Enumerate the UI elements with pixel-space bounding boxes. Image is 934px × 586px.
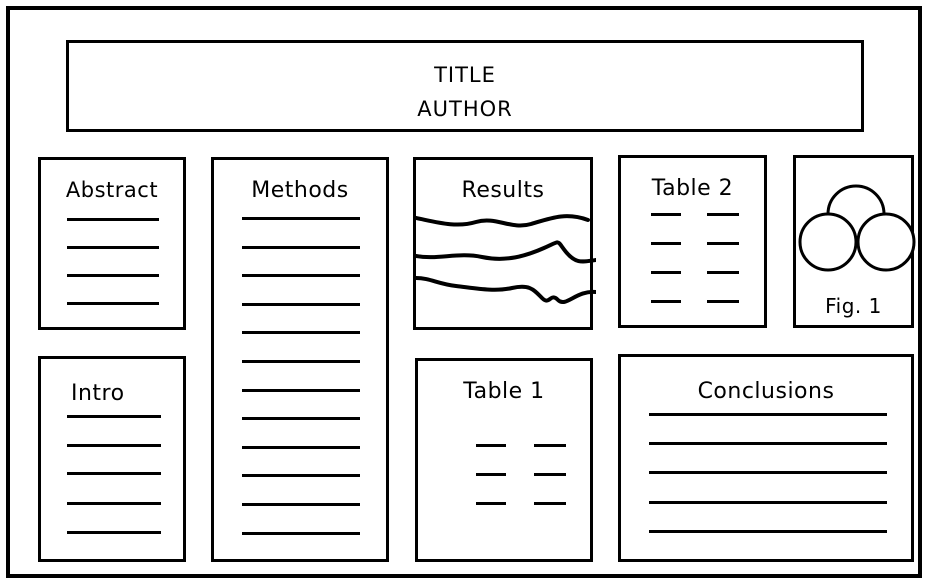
text-line (242, 274, 360, 278)
text-line (67, 531, 161, 534)
conclusions-box: Conclusions (618, 354, 914, 562)
text-line (67, 444, 161, 447)
table-dash (707, 213, 739, 216)
table2-box: Table 2 (618, 155, 767, 328)
abstract-label: Abstract (65, 178, 159, 202)
figure-label: Fig. 1 (825, 294, 882, 318)
intro-label: Intro (71, 381, 125, 406)
results-label: Results (461, 178, 545, 203)
abstract-box: Abstract (38, 157, 186, 330)
table-dash (651, 300, 681, 303)
table-dash (476, 502, 506, 505)
intro-box: Intro (38, 356, 186, 562)
table1-label: Table 1 (463, 379, 545, 404)
text-line (67, 274, 159, 277)
poster-title: TITLE (434, 63, 496, 87)
text-line (649, 530, 887, 533)
text-line (242, 503, 360, 506)
figure-box: Fig. 1 (793, 155, 916, 328)
table-dash (476, 473, 506, 476)
table-dash (707, 242, 739, 245)
text-line (67, 502, 161, 505)
text-line (649, 501, 887, 504)
table-dash (651, 213, 681, 216)
text-line (242, 417, 360, 421)
table-dash (651, 271, 681, 274)
text-line (242, 217, 360, 220)
table1-box: Table 1 (415, 358, 593, 562)
results-box: Results (413, 157, 596, 330)
title-box: TITLE AUTHOR (66, 40, 864, 132)
table-dash (534, 444, 566, 447)
table-dash (534, 502, 566, 505)
table-dash (476, 444, 506, 447)
text-line (242, 360, 360, 363)
text-line (242, 531, 360, 535)
text-line (242, 245, 360, 249)
text-line (649, 413, 887, 416)
table2-label: Table 2 (651, 176, 734, 201)
text-line (242, 302, 360, 306)
text-line (649, 471, 887, 474)
text-line (649, 442, 887, 445)
methods-box: Methods (211, 157, 389, 562)
conclusions-label: Conclusions (697, 379, 835, 404)
text-line (67, 218, 159, 221)
table-dash (707, 300, 739, 303)
venn-diagram-icon (798, 184, 916, 272)
table-dash (534, 473, 566, 476)
text-line (67, 302, 159, 305)
methods-label: Methods (251, 178, 349, 203)
text-line (67, 246, 159, 249)
text-line (67, 472, 161, 475)
text-line (242, 388, 360, 392)
text-line (242, 445, 360, 449)
results-graph-icon (416, 214, 596, 304)
poster-author: AUTHOR (417, 97, 513, 121)
text-line (242, 331, 360, 335)
table-dash (707, 271, 739, 274)
text-line (242, 474, 360, 478)
text-line (67, 415, 161, 418)
table-dash (651, 242, 681, 245)
